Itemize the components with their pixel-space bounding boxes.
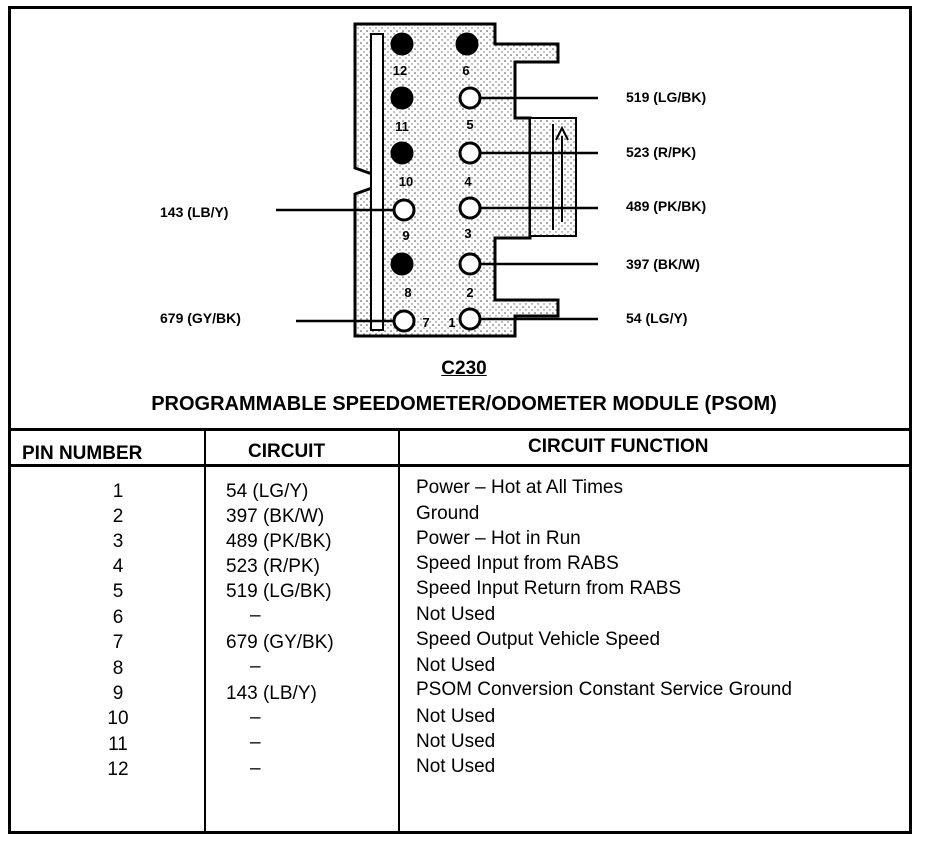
cavity-number: 12: [393, 63, 407, 78]
cell-circuit: –: [250, 605, 261, 626]
cell-function: Not Used: [416, 756, 496, 777]
cell-circuit: 397 (BK/W): [226, 506, 325, 527]
column-divider: [398, 430, 400, 834]
connector-diagram: 12 6 11 5 10 4 9 3 8 2 7 1: [276, 22, 598, 338]
wire-lines: [276, 96, 598, 323]
cell-function: Speed Input from RABS: [416, 553, 619, 574]
pin-12: [390, 32, 414, 56]
cell-circuit: –: [250, 707, 261, 728]
cavity-number: 2: [466, 285, 473, 300]
cell-function: Not Used: [416, 731, 496, 752]
cell-function: Ground: [416, 503, 480, 524]
wire-label-143: 143 (LB/Y): [160, 204, 229, 220]
document-frame: [8, 6, 912, 834]
cell-circuit: 523 (R/PK): [226, 556, 320, 577]
connector-id: C230: [441, 358, 487, 379]
cell-pin: 8: [112, 658, 124, 679]
pin-2: [458, 252, 482, 276]
cell-circuit: 489 (PK/BK): [226, 531, 332, 552]
cell-function: Not Used: [416, 655, 496, 676]
table-top-rule: [8, 428, 912, 431]
cell-function: Power – Hot in Run: [416, 528, 581, 549]
connector-latch: [370, 33, 384, 331]
cell-pin: 12: [107, 759, 129, 780]
header-circuit: CIRCUIT: [248, 441, 326, 462]
cell-pin: 5: [112, 581, 124, 602]
cell-pin: 3: [112, 531, 124, 552]
cell-function: PSOM Conversion Constant Service Ground: [416, 679, 792, 700]
cell-pin: 4: [112, 556, 124, 577]
cell-pin: 7: [112, 632, 124, 653]
cavity-number: 5: [466, 117, 473, 132]
cell-function: Not Used: [416, 604, 496, 625]
cell-function: Speed Output Vehicle Speed: [416, 629, 661, 650]
cell-function: Not Used: [416, 706, 496, 727]
cavity-number: 10: [399, 174, 413, 189]
pin-8: [390, 252, 414, 276]
cell-circuit: –: [250, 656, 261, 677]
pin-7: [392, 309, 416, 333]
header-rule: [8, 464, 912, 467]
cell-function: Speed Input Return from RABS: [416, 578, 682, 599]
header-circuit-function: CIRCUIT FUNCTION: [528, 436, 709, 457]
wire-label-397: 397 (BK/W): [626, 256, 700, 272]
cell-circuit: 679 (GY/BK): [226, 632, 334, 653]
wire-label-679: 679 (GY/BK): [160, 310, 241, 326]
pin-11: [390, 86, 414, 110]
cavity-number: 6: [462, 63, 469, 78]
pin-6: [455, 32, 479, 56]
header-pin-number: PIN NUMBER: [22, 443, 143, 464]
cell-circuit: 54 (LG/Y): [226, 481, 309, 502]
cell-pin: 11: [108, 734, 128, 755]
cell-pin: 9: [112, 683, 124, 704]
pin-5: [458, 86, 482, 110]
pin-1: [458, 307, 482, 331]
cavity-number: 11: [395, 119, 409, 134]
pin-4: [458, 141, 482, 165]
cell-circuit: 143 (LB/Y): [226, 683, 317, 704]
cavity-number: 9: [402, 228, 409, 243]
column-divider: [204, 430, 206, 834]
cavity-number: 1: [448, 315, 455, 330]
cell-circuit: –: [250, 758, 261, 779]
pin-3: [458, 196, 482, 220]
cavity-number: 7: [422, 315, 429, 330]
cell-pin: 10: [107, 708, 129, 729]
cell-pin: 2: [112, 506, 124, 527]
connector-body: [353, 22, 560, 338]
pin-cavities: [390, 32, 482, 333]
cell-circuit: –: [250, 732, 261, 753]
wire-label-54: 54 (LG/Y): [626, 310, 688, 326]
cell-function: Power – Hot at All Times: [416, 477, 623, 498]
cell-pin: 6: [112, 607, 124, 628]
wire-label-523: 523 (R/PK): [626, 144, 697, 160]
wire-label-519: 519 (LG/BK): [626, 89, 707, 105]
cavity-number: 8: [404, 285, 411, 300]
wire-label-489: 489 (PK/BK): [626, 198, 707, 214]
pin-9: [392, 198, 416, 222]
cell-pin: 1: [112, 481, 124, 502]
cavity-number: 3: [464, 226, 471, 241]
pin-10: [390, 141, 414, 165]
cell-circuit: 519 (LG/BK): [226, 581, 332, 602]
module-title: PROGRAMMABLE SPEEDOMETER/ODOMETER MODULE…: [151, 393, 777, 415]
cavity-number: 4: [464, 174, 472, 189]
